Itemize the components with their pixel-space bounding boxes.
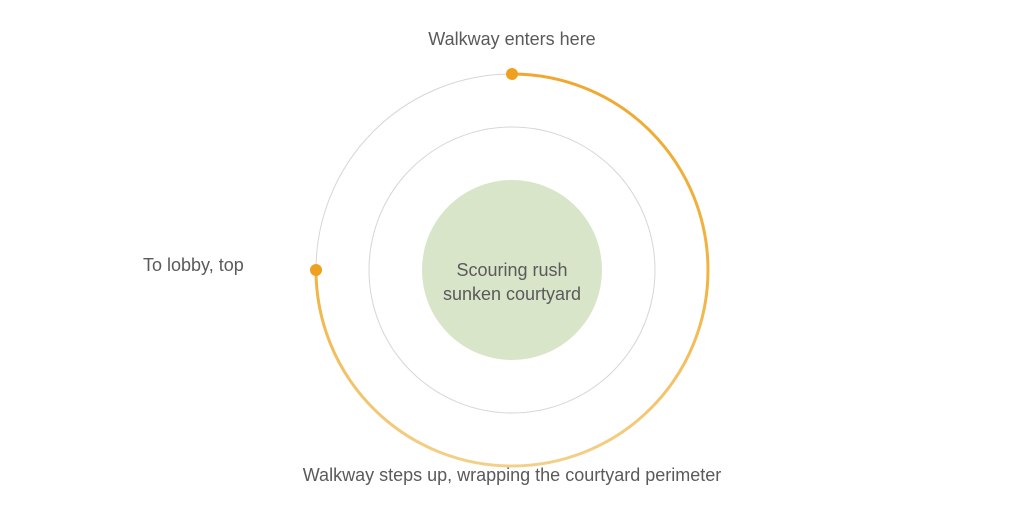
walkway-entry-marker	[506, 68, 518, 80]
lobby-exit-marker	[310, 264, 322, 276]
lobby-exit-label: To lobby, top	[143, 255, 244, 275]
courtyard-label-line1: Scouring rush	[456, 260, 568, 280]
courtyard-label-line2: sunken courtyard	[442, 284, 582, 304]
sunken-courtyard	[422, 180, 602, 360]
courtyard-label: Scouring rush sunken courtyard	[422, 258, 602, 306]
inner-ring	[368, 126, 656, 414]
walkway-entry-label: Walkway enters here	[428, 29, 596, 49]
walkway-path	[314, 72, 710, 468]
walkway-wrap-label: Walkway steps up, wrapping the courtyard…	[302, 465, 722, 485]
